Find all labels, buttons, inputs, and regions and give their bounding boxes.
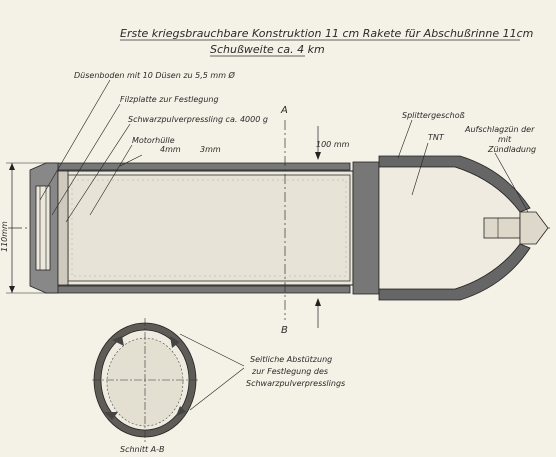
label-seitliche-1: Seitliche Abstützung	[250, 355, 332, 364]
label-aufschlag-1: Aufschlagzün der	[464, 125, 535, 134]
label-dim-3mm: 3mm	[200, 145, 221, 154]
impact-fuze	[483, 211, 549, 245]
fragmentation-warhead	[378, 155, 531, 301]
label-seitliche-2: zur Festlegung des	[251, 367, 328, 376]
dimension-110mm-label: 110mm	[0, 221, 9, 252]
label-dim-4mm: 4mm	[160, 145, 181, 154]
dimension-100mm	[315, 126, 321, 328]
label-duesenboden: Düsenboden mit 10 Düsen zu 5,5 mm Ø	[74, 70, 236, 80]
bulkhead	[352, 161, 380, 295]
label-aufschlag-3: Zündladung	[487, 145, 536, 154]
section-label-a: A	[280, 105, 288, 116]
leader-lines	[39, 79, 529, 411]
label-filzplatte: Filzplatte zur Festlegung	[120, 95, 219, 104]
label-schnitt: Schnitt A-B	[120, 445, 165, 454]
cross-section-a-b	[92, 318, 198, 442]
title-line-2: Schußweite ca. 4 km	[210, 43, 325, 56]
dimension-100mm-label: 100 mm	[316, 140, 350, 149]
black-powder-charge	[67, 174, 351, 282]
section-label-b: B	[281, 325, 288, 336]
felt-plate	[57, 170, 69, 286]
nozzle-base	[29, 162, 59, 294]
dimension-110mm	[6, 162, 46, 294]
label-seitliche-3: Schwarzpulverpresslings	[246, 379, 345, 388]
label-schwarzpulver: Schwarzpulverpressling ca. 4000 g	[128, 115, 268, 124]
label-aufschlag-2: mit	[498, 135, 512, 144]
title-line-1: Erste kriegsbrauchbare Konstruktion 11 c…	[120, 27, 533, 40]
label-splittergeschoss: Splittergeschoß	[402, 111, 465, 120]
label-motorhuelle: Motorhülle	[132, 136, 175, 145]
label-tnt: TNT	[428, 133, 445, 142]
